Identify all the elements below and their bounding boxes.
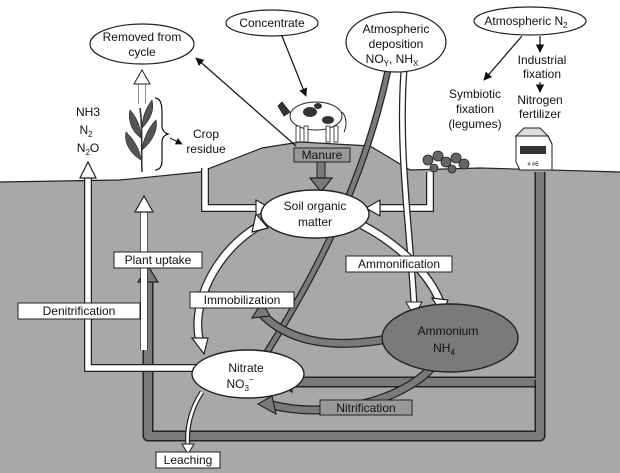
immobilization-label: Immobilization — [204, 293, 281, 307]
removed-line2: cycle — [128, 45, 156, 59]
denitrification-label: Denitrification — [43, 304, 116, 318]
nitrate-formula: NO3− — [226, 375, 253, 393]
concentrate-to-cow-arrow — [281, 35, 308, 97]
crop-line2: residue — [186, 142, 226, 156]
plant-uptake-label: Plant uptake — [125, 253, 192, 267]
atm-dep-line3: NOY, NHX — [366, 52, 419, 68]
symbiotic-line2: fixation — [456, 102, 494, 116]
plant-icon — [125, 99, 157, 173]
fertilizer-line2: fertilizer — [519, 107, 561, 121]
ammonification-box — [345, 255, 453, 273]
atm-dep-line1: Atmospheric — [363, 22, 430, 36]
soil-ground — [0, 142, 620, 473]
plant-uptake-box — [113, 251, 203, 269]
to-removed-arrow — [195, 57, 297, 147]
nh3-label: NH3 — [76, 105, 100, 119]
legumes-icon — [422, 150, 470, 174]
ammonium-ellipse — [381, 303, 519, 373]
n2o-label: N2O — [77, 141, 99, 157]
carton-label: # #6 — [527, 162, 539, 168]
atm-n2-to-symbiotic-arrow — [483, 35, 523, 81]
ammonification-label: Ammonification — [358, 257, 440, 271]
atmospheric-deposition-ellipse — [345, 11, 447, 73]
leaching-box — [155, 451, 221, 469]
industrial-line1: Industrial — [518, 53, 567, 67]
manure-to-som-arrowhead — [308, 177, 334, 193]
som-line2: matter — [298, 215, 332, 229]
manure-label: Manure — [302, 148, 343, 162]
ammonium-label: Ammonium — [418, 324, 479, 338]
concentrate-label: Concentrate — [239, 16, 305, 30]
nitrification-box — [319, 399, 413, 416]
atm-dep-line2: deposition — [369, 37, 424, 51]
atmospheric-n2-ellipse — [473, 6, 587, 36]
soil-organic-matter-ellipse — [260, 189, 370, 239]
fertilizer-line1: Nitrogen — [517, 93, 562, 107]
ammonium-formula: NH4 — [433, 341, 455, 357]
industrial-line2: fixation — [523, 67, 561, 81]
nitrate-ellipse — [191, 349, 305, 399]
removed-from-cycle-ellipse — [89, 23, 195, 65]
crop-residue-bracket — [154, 97, 170, 171]
atm-n2-label: Atmospheric N2 — [484, 14, 568, 30]
symbiotic-line3: (legumes) — [448, 117, 501, 131]
fertilizer-carton-icon: # #6 — [514, 127, 553, 171]
concentrate-ellipse — [225, 9, 319, 37]
crop-line1: Crop — [193, 127, 219, 141]
denitrification-box — [17, 302, 141, 320]
leaching-label: Leaching — [164, 453, 213, 467]
n2-label: N2 — [79, 123, 93, 139]
removed-line1: Removed from — [103, 30, 182, 44]
symbiotic-line1: Symbiotic — [449, 87, 501, 101]
nitrification-label: Nitrification — [336, 401, 395, 415]
manure-label-box — [293, 147, 351, 163]
nitrate-label: Nitrate — [228, 361, 264, 375]
cow-icon — [277, 101, 347, 143]
immobilization-box — [189, 291, 295, 309]
som-line1: Soil organic — [284, 199, 347, 213]
